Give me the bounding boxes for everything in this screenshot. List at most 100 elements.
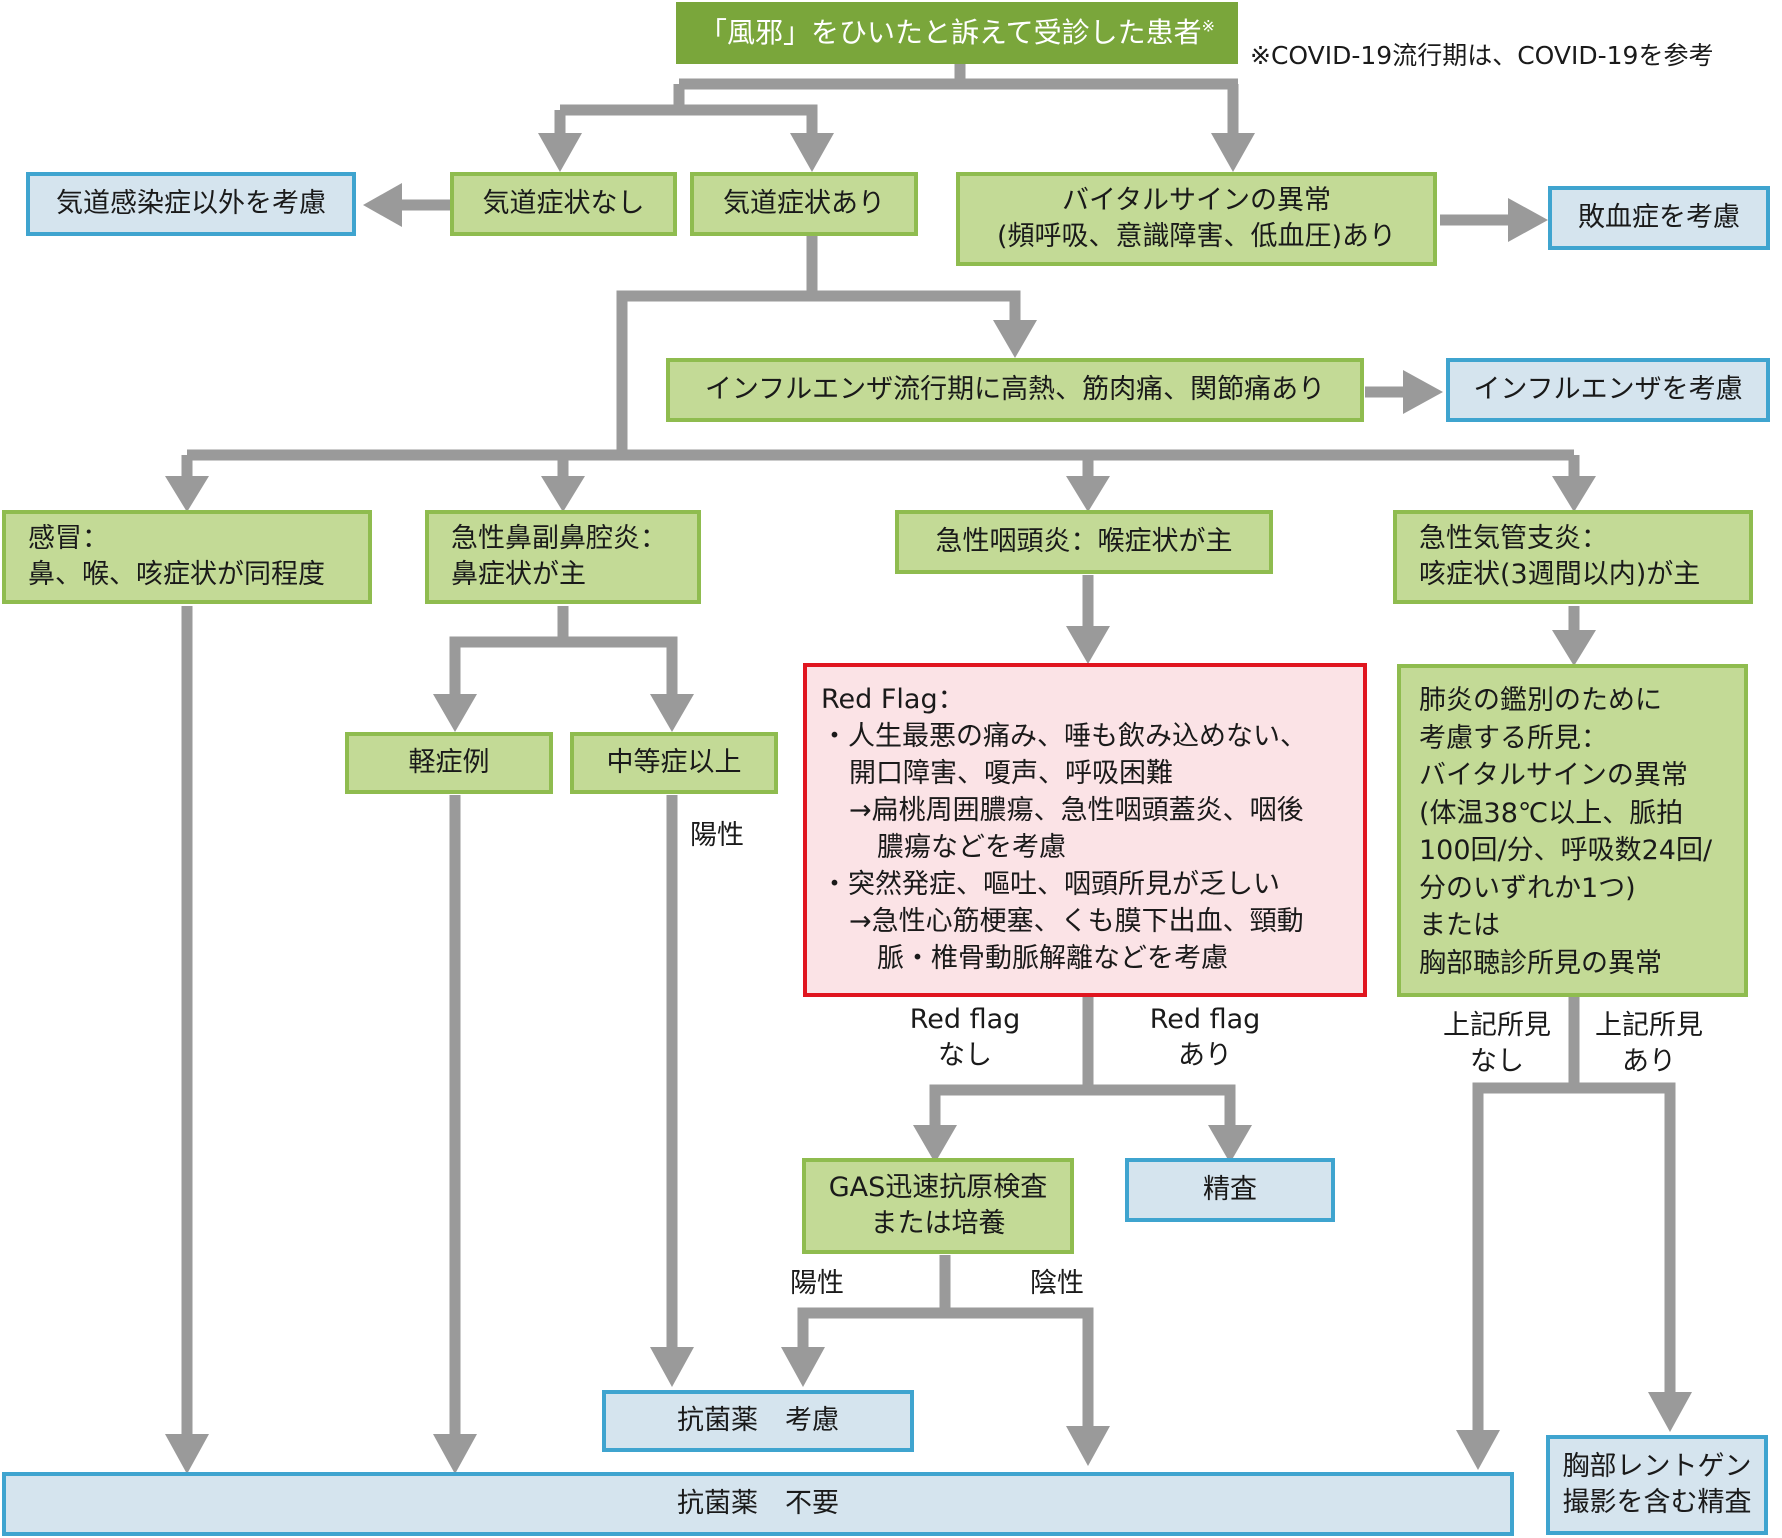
arrowhead-sepsis [1508, 198, 1548, 242]
start-node: 「風邪」をひいたと訴えて受診した患者※ [676, 2, 1238, 64]
findings-no-label: 上記所見 なし [1432, 1008, 1562, 1080]
mild-text: 軽症例 [408, 747, 490, 778]
connector-gas-negative [945, 1307, 1094, 1440]
connector-top-left [673, 84, 818, 135]
red-flag-box: Red Flag： ・人生最悪の痛み、唾も飲み込めない、 開口障害、嗄声、呼吸困… [803, 663, 1367, 997]
connector-pneumonia-yes [1574, 1082, 1676, 1395]
arrowhead-abx-consider-left [650, 1347, 694, 1387]
vital-line-1: バイタルサインの異常 [1062, 185, 1331, 216]
sinusitis-line-2: 鼻症状が主 [451, 559, 586, 590]
moderate-node: 中等症以上 [570, 732, 778, 794]
arrowhead-bronchitis [1552, 476, 1596, 512]
red-flag-item-1-text: 人生最悪の痛み、唾も飲み込めない、 [848, 721, 1307, 752]
red-flag-no-line-1: Red flag [909, 1004, 1021, 1035]
findings-yes-line-2: あり [1622, 1046, 1676, 1077]
connector-redflag-yes [1088, 1084, 1236, 1130]
influenza-node: インフルエンザを考慮 [1446, 358, 1770, 422]
findings-yes-label: 上記所見 あり [1584, 1008, 1714, 1080]
pneumonia-findings-node: 肺炎の鑑別のために 考慮する所見： バイタルサインの異常 (体温38℃以上、脈拍… [1397, 664, 1748, 997]
red-flag-yes-line-1: Red flag [1149, 1004, 1261, 1035]
arrowhead-mild-abx [433, 1434, 477, 1474]
non-infection-node: 気道感染症以外を考慮 [26, 172, 356, 236]
no-airway-node: 気道症状なし [450, 172, 677, 236]
airway-node: 気道症状あり [690, 172, 918, 236]
cold-line-1: 感冒： [28, 523, 109, 554]
bullet-icon: ・ [821, 869, 848, 900]
xray-line-1: 胸部レントゲン [1562, 1451, 1752, 1482]
abx-consider-node: 抗菌薬 考慮 [602, 1390, 914, 1452]
arrowhead-redflag [1066, 626, 1110, 664]
connector-airway-down [616, 235, 818, 455]
workup-text: 精査 [1203, 1174, 1257, 1205]
findings-no-line-1: 上記所見 [1443, 1010, 1551, 1041]
arrowhead-no-airway [538, 133, 582, 172]
connector-sinusitis-split [449, 606, 569, 700]
red-flag-item-1-consider-cont: 膿瘍などを考慮 [877, 832, 1066, 863]
pneumonia-line-2: 考慮する所見： [1419, 722, 1608, 754]
bronchitis-node: 急性気管支炎： 咳症状(3週間以内)が主 [1393, 510, 1753, 604]
red-flag-item-2-text: 突然発症、嘔吐、咽頭所見が乏しい [848, 869, 1280, 900]
red-flag-no-line-2: なし [938, 1040, 992, 1071]
red-flag-item-1: ・人生最悪の痛み、唾も飲み込めない、 [821, 718, 1349, 755]
gas-line-2: または培養 [870, 1208, 1006, 1239]
gas-positive-label: 陽性 [790, 1268, 844, 1299]
influenza-text: インフルエンザを考慮 [1473, 374, 1743, 405]
pneumonia-line-5: 100回/分、呼吸数24回/ [1419, 835, 1713, 866]
red-flag-yes-label: Red flag あり [1140, 1002, 1270, 1074]
arrowhead-abx-consider-right [781, 1347, 825, 1387]
arrowhead-airway [790, 133, 834, 172]
mild-node: 軽症例 [345, 732, 553, 794]
cold-line-2: 鼻、喉、咳症状が同程度 [28, 559, 325, 590]
connector-to-influenza-cond [812, 290, 1021, 325]
pharyngitis-text: 急性咽頭炎：喉症状が主 [935, 526, 1233, 557]
arrowhead-non-infection [363, 183, 402, 227]
moderate-text: 中等症以上 [606, 747, 742, 778]
xray-line-2: 撮影を含む精査 [1562, 1487, 1752, 1518]
arrowhead-findings-no-abx [1456, 1430, 1500, 1470]
moderate-positive-label: 陽性 [690, 820, 744, 851]
chest-xray-node: 胸部レントゲン 撮影を含む精査 [1546, 1435, 1768, 1535]
arrowhead-pneumonia [1552, 630, 1596, 666]
abx-not-needed-node: 抗菌薬 不要 [2, 1472, 1514, 1536]
findings-yes-line-1: 上記所見 [1595, 1010, 1703, 1041]
pneumonia-line-7: または [1419, 910, 1500, 941]
bronchitis-line-2: 咳症状(3週間以内)が主 [1419, 559, 1701, 590]
abx-not-needed-text: 抗菌薬 不要 [677, 1488, 839, 1519]
sepsis-node: 敗血症を考慮 [1548, 186, 1770, 250]
start-title: 「風邪」をひいたと訴えて受診した患者 [698, 16, 1202, 49]
non-infection-text: 気道感染症以外を考慮 [56, 188, 326, 219]
red-flag-yes-line-2: あり [1178, 1040, 1232, 1071]
bullet-icon: ・ [821, 721, 848, 752]
abx-consider-text: 抗菌薬 考慮 [677, 1405, 839, 1436]
pneumonia-line-4: (体温38℃以上、脈拍 [1419, 797, 1684, 829]
sinusitis-line-1: 急性鼻副鼻腔炎： [451, 523, 667, 554]
start-node-text: 「風邪」をひいたと訴えて受診した患者※ [699, 15, 1215, 51]
arrowhead-influenza-cond [993, 320, 1037, 358]
red-flag-item-2-consider-cont: 脈・椎骨動脈解離などを考慮 [877, 943, 1228, 974]
arrowhead-cold [165, 476, 209, 512]
arrowhead-moderate [650, 694, 694, 732]
arrowhead-gas-neg-abx [1066, 1426, 1110, 1466]
connector-redflag-down [929, 997, 1094, 1130]
red-flag-item-1-cont: 開口障害、嗄声、呼吸困難 [849, 758, 1173, 789]
findings-no-line-2: なし [1470, 1046, 1524, 1077]
arrowhead-gas [913, 1125, 957, 1163]
red-flag-no-label: Red flag なし [900, 1002, 1030, 1074]
arrowhead-findings-yes-xray [1648, 1392, 1692, 1432]
red-flag-item-1-consider: →扁桃周囲膿瘍、急性咽頭蓋炎、咽後 [849, 795, 1304, 826]
airway-text: 気道症状あり [723, 188, 885, 219]
connector-gas-down [797, 1255, 951, 1350]
footnote-mark: ※ [1201, 16, 1215, 36]
pneumonia-line-6: 分のいずれか1つ) [1419, 872, 1636, 904]
arrowhead-vital [1211, 133, 1255, 172]
red-flag-item-2-consider: →急性心筋梗塞、くも膜下出血、頸動 [849, 906, 1304, 937]
pneumonia-line-1: 肺炎の鑑別のために [1419, 685, 1662, 716]
sinusitis-node: 急性鼻副鼻腔炎： 鼻症状が主 [425, 510, 701, 604]
gas-test-node: GAS迅速抗原検査 または培養 [802, 1158, 1074, 1254]
connector-sinusitis-right [563, 636, 678, 700]
vital-line-2: (頻呼吸、意識障害、低血圧)あり [996, 221, 1397, 252]
arrowheads [165, 133, 1692, 1474]
pneumonia-line-3: バイタルサインの異常 [1419, 760, 1688, 791]
